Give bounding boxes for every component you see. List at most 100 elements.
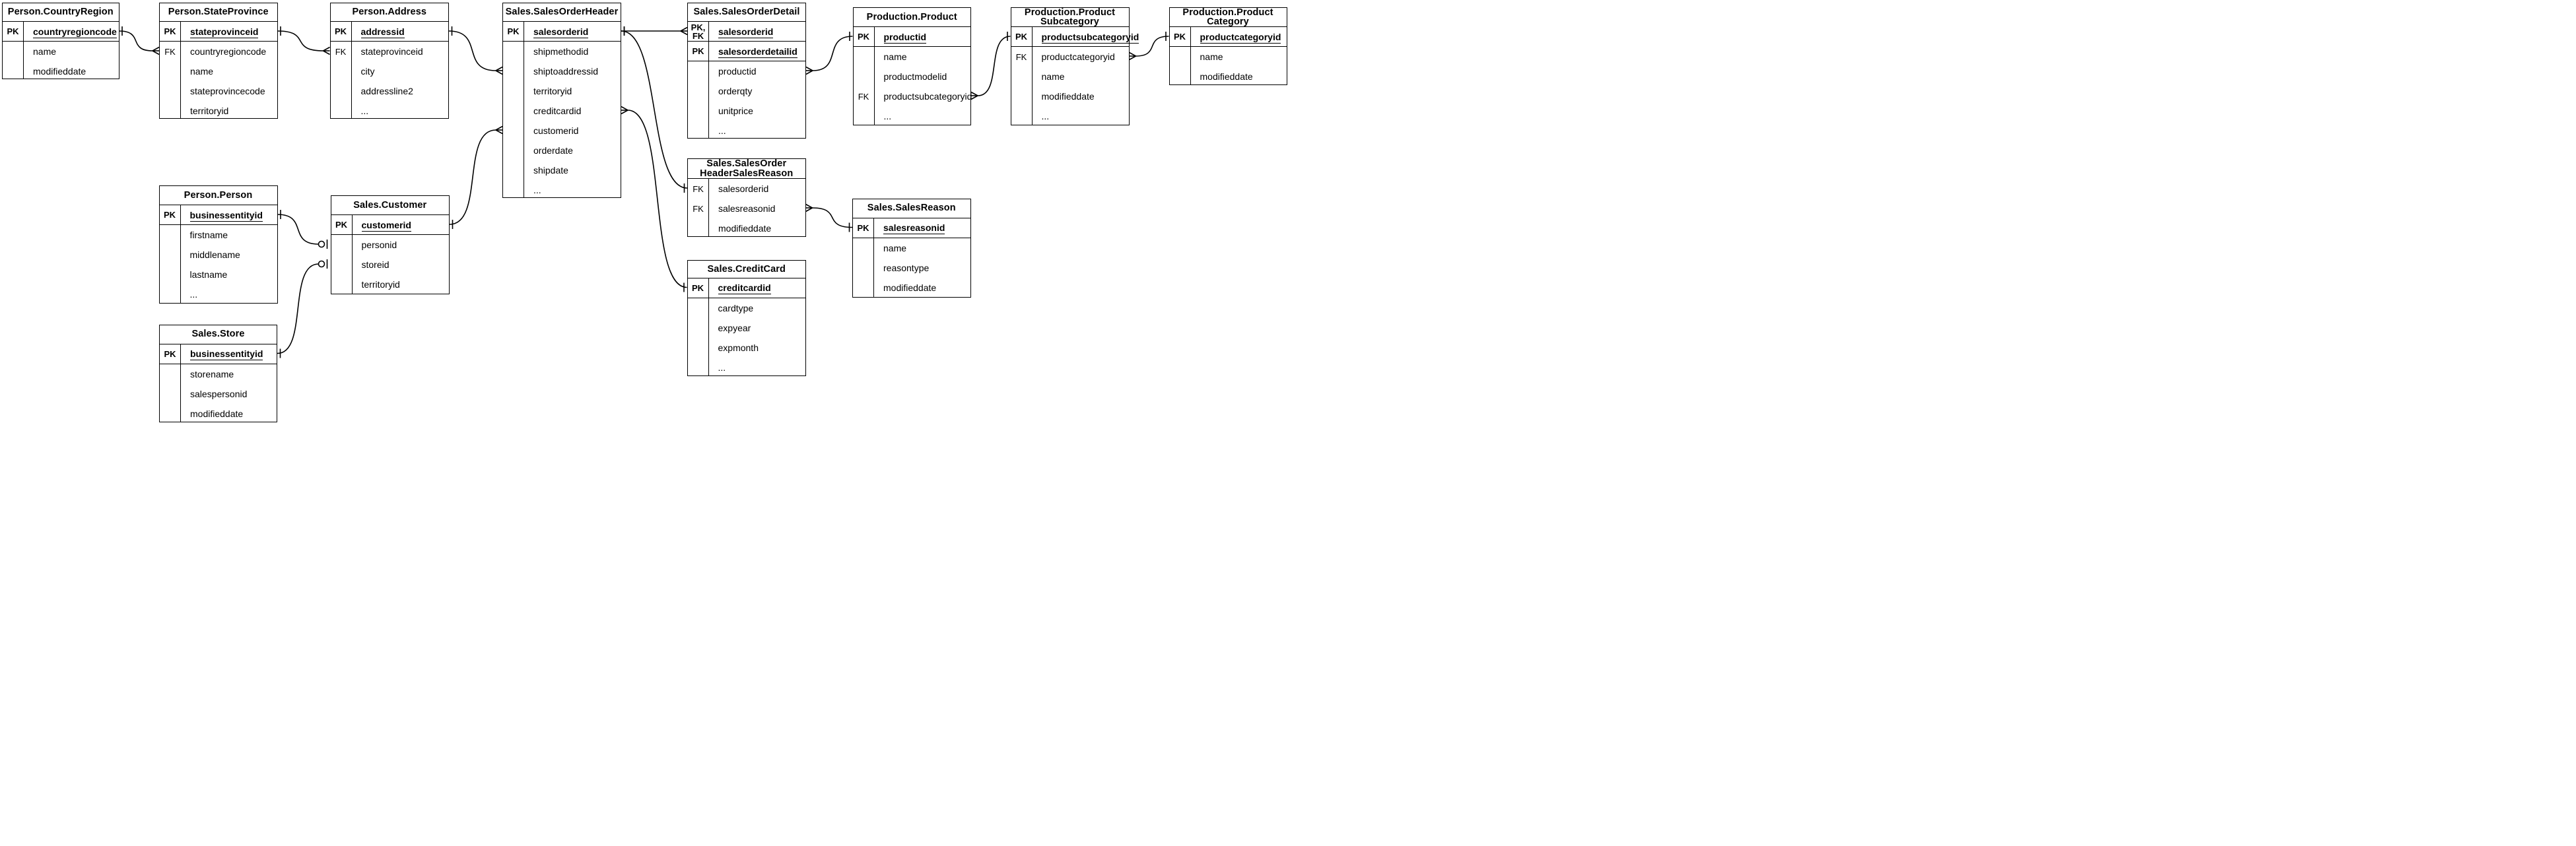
- entity-title-line: Production.Product: [1182, 7, 1273, 18]
- attribute-row: ...: [688, 121, 805, 141]
- relationship-person-customer[interactable]: [277, 210, 328, 249]
- attribute-row: orderdate: [503, 141, 621, 160]
- relationship-store-customer[interactable]: [277, 259, 328, 358]
- attribute-name: territoryid: [352, 279, 400, 290]
- attribute-name-text: countryregioncode: [190, 46, 267, 57]
- key-badge: FK: [693, 203, 704, 214]
- attribute-row: lastname: [160, 265, 277, 284]
- entity-title: Sales.Customer: [331, 196, 449, 215]
- key-badge: PK: [164, 26, 176, 36]
- relationship-line[interactable]: [277, 214, 319, 245]
- relationship-line[interactable]: [1135, 36, 1169, 57]
- attribute-name-text: salesorderid: [718, 183, 769, 194]
- attribute-row: orderqty: [688, 81, 805, 101]
- relationship-line[interactable]: [621, 30, 688, 189]
- attribute-name-text: stateprovinceid: [360, 46, 423, 57]
- relationship-salesorderheadersalesreason-salesreason[interactable]: [805, 203, 853, 232]
- attribute-name: name: [1190, 51, 1223, 62]
- attribute-row: salespersonid: [160, 384, 277, 404]
- attribute-name-text: modifieddate: [190, 408, 244, 419]
- relationship-salesorderdetail-product[interactable]: [805, 32, 853, 75]
- attribute-row: shipmethodid: [503, 42, 621, 61]
- attribute-name-text: modifieddate: [1041, 91, 1095, 102]
- attribute-name: cardtype: [708, 303, 754, 313]
- relationship-line[interactable]: [448, 30, 496, 71]
- entity-title-line: Person.CountryRegion: [7, 7, 114, 18]
- attribute-row: cardtype: [688, 298, 806, 318]
- relationship-creditcard-salesorderheader[interactable]: [621, 106, 687, 292]
- attribute-name: name: [1032, 71, 1065, 82]
- attribute-name: orderdate: [524, 145, 573, 156]
- entity-title-line: Sales.Store: [191, 329, 245, 340]
- entity-title: Sales.SalesOrderDetail: [688, 3, 805, 22]
- entity-title-line: HeaderSalesReason: [700, 168, 794, 179]
- relationship-customer-salesorderheader[interactable]: [449, 125, 503, 230]
- relationship-line[interactable]: [449, 129, 496, 225]
- relationship-line[interactable]: [277, 30, 323, 51]
- relationship-salesorderheader-salesorderheadersalesreason[interactable]: [621, 26, 688, 193]
- relationship-line[interactable]: [119, 30, 153, 51]
- attribute-name: salesreasonid: [873, 222, 945, 234]
- relationship-line[interactable]: [812, 36, 853, 71]
- attribute-name-text: middlename: [189, 249, 240, 260]
- key-column-divider: [1190, 27, 1191, 84]
- attribute-row: unitprice: [688, 101, 805, 121]
- relationship-salesorderheader-salesorderdetail[interactable]: [621, 26, 688, 36]
- attribute-name: ...: [351, 106, 369, 116]
- attribute-name: orderqty: [708, 86, 752, 96]
- relationship-line[interactable]: [277, 263, 319, 354]
- attribute-name-text: creditcardid: [718, 282, 771, 294]
- attribute-row: ...: [160, 284, 277, 304]
- entity-title: Sales.SalesOrderHeader: [503, 3, 621, 22]
- attribute-name: productid: [874, 31, 927, 44]
- relationship-line[interactable]: [627, 110, 687, 288]
- relationship-product-productsubcategory[interactable]: [970, 32, 1011, 100]
- attribute-row: modifieddate: [3, 61, 119, 81]
- key-column-divider: [180, 344, 181, 422]
- attribute-name-text: cardtype: [718, 302, 754, 313]
- attribute-name: creditcardid: [524, 106, 581, 116]
- key-badge: PK: [164, 348, 176, 359]
- attribute-row: name: [854, 47, 971, 67]
- key-column-divider: [873, 27, 875, 125]
- key-column-divider: [351, 215, 353, 294]
- relationship-countryregion-stateprovince[interactable]: [119, 26, 160, 55]
- relationship-stateprovince-address[interactable]: [277, 26, 330, 55]
- key-badge: PK: [507, 26, 520, 36]
- entity-title-line: Sales.SalesReason: [867, 203, 956, 214]
- key-column-divider: [873, 218, 874, 297]
- attribute-row: modifieddate: [1170, 67, 1287, 86]
- attribute-name: expyear: [708, 323, 751, 333]
- key-badge: PK: [335, 220, 348, 230]
- attribute-name-text: territoryid: [361, 279, 400, 290]
- relationship-line[interactable]: [812, 207, 853, 228]
- relationship-address-salesorderheader[interactable]: [448, 26, 503, 75]
- relationship-productsubcategory-productcategory[interactable]: [1129, 32, 1169, 61]
- relationship-line[interactable]: [977, 36, 1011, 96]
